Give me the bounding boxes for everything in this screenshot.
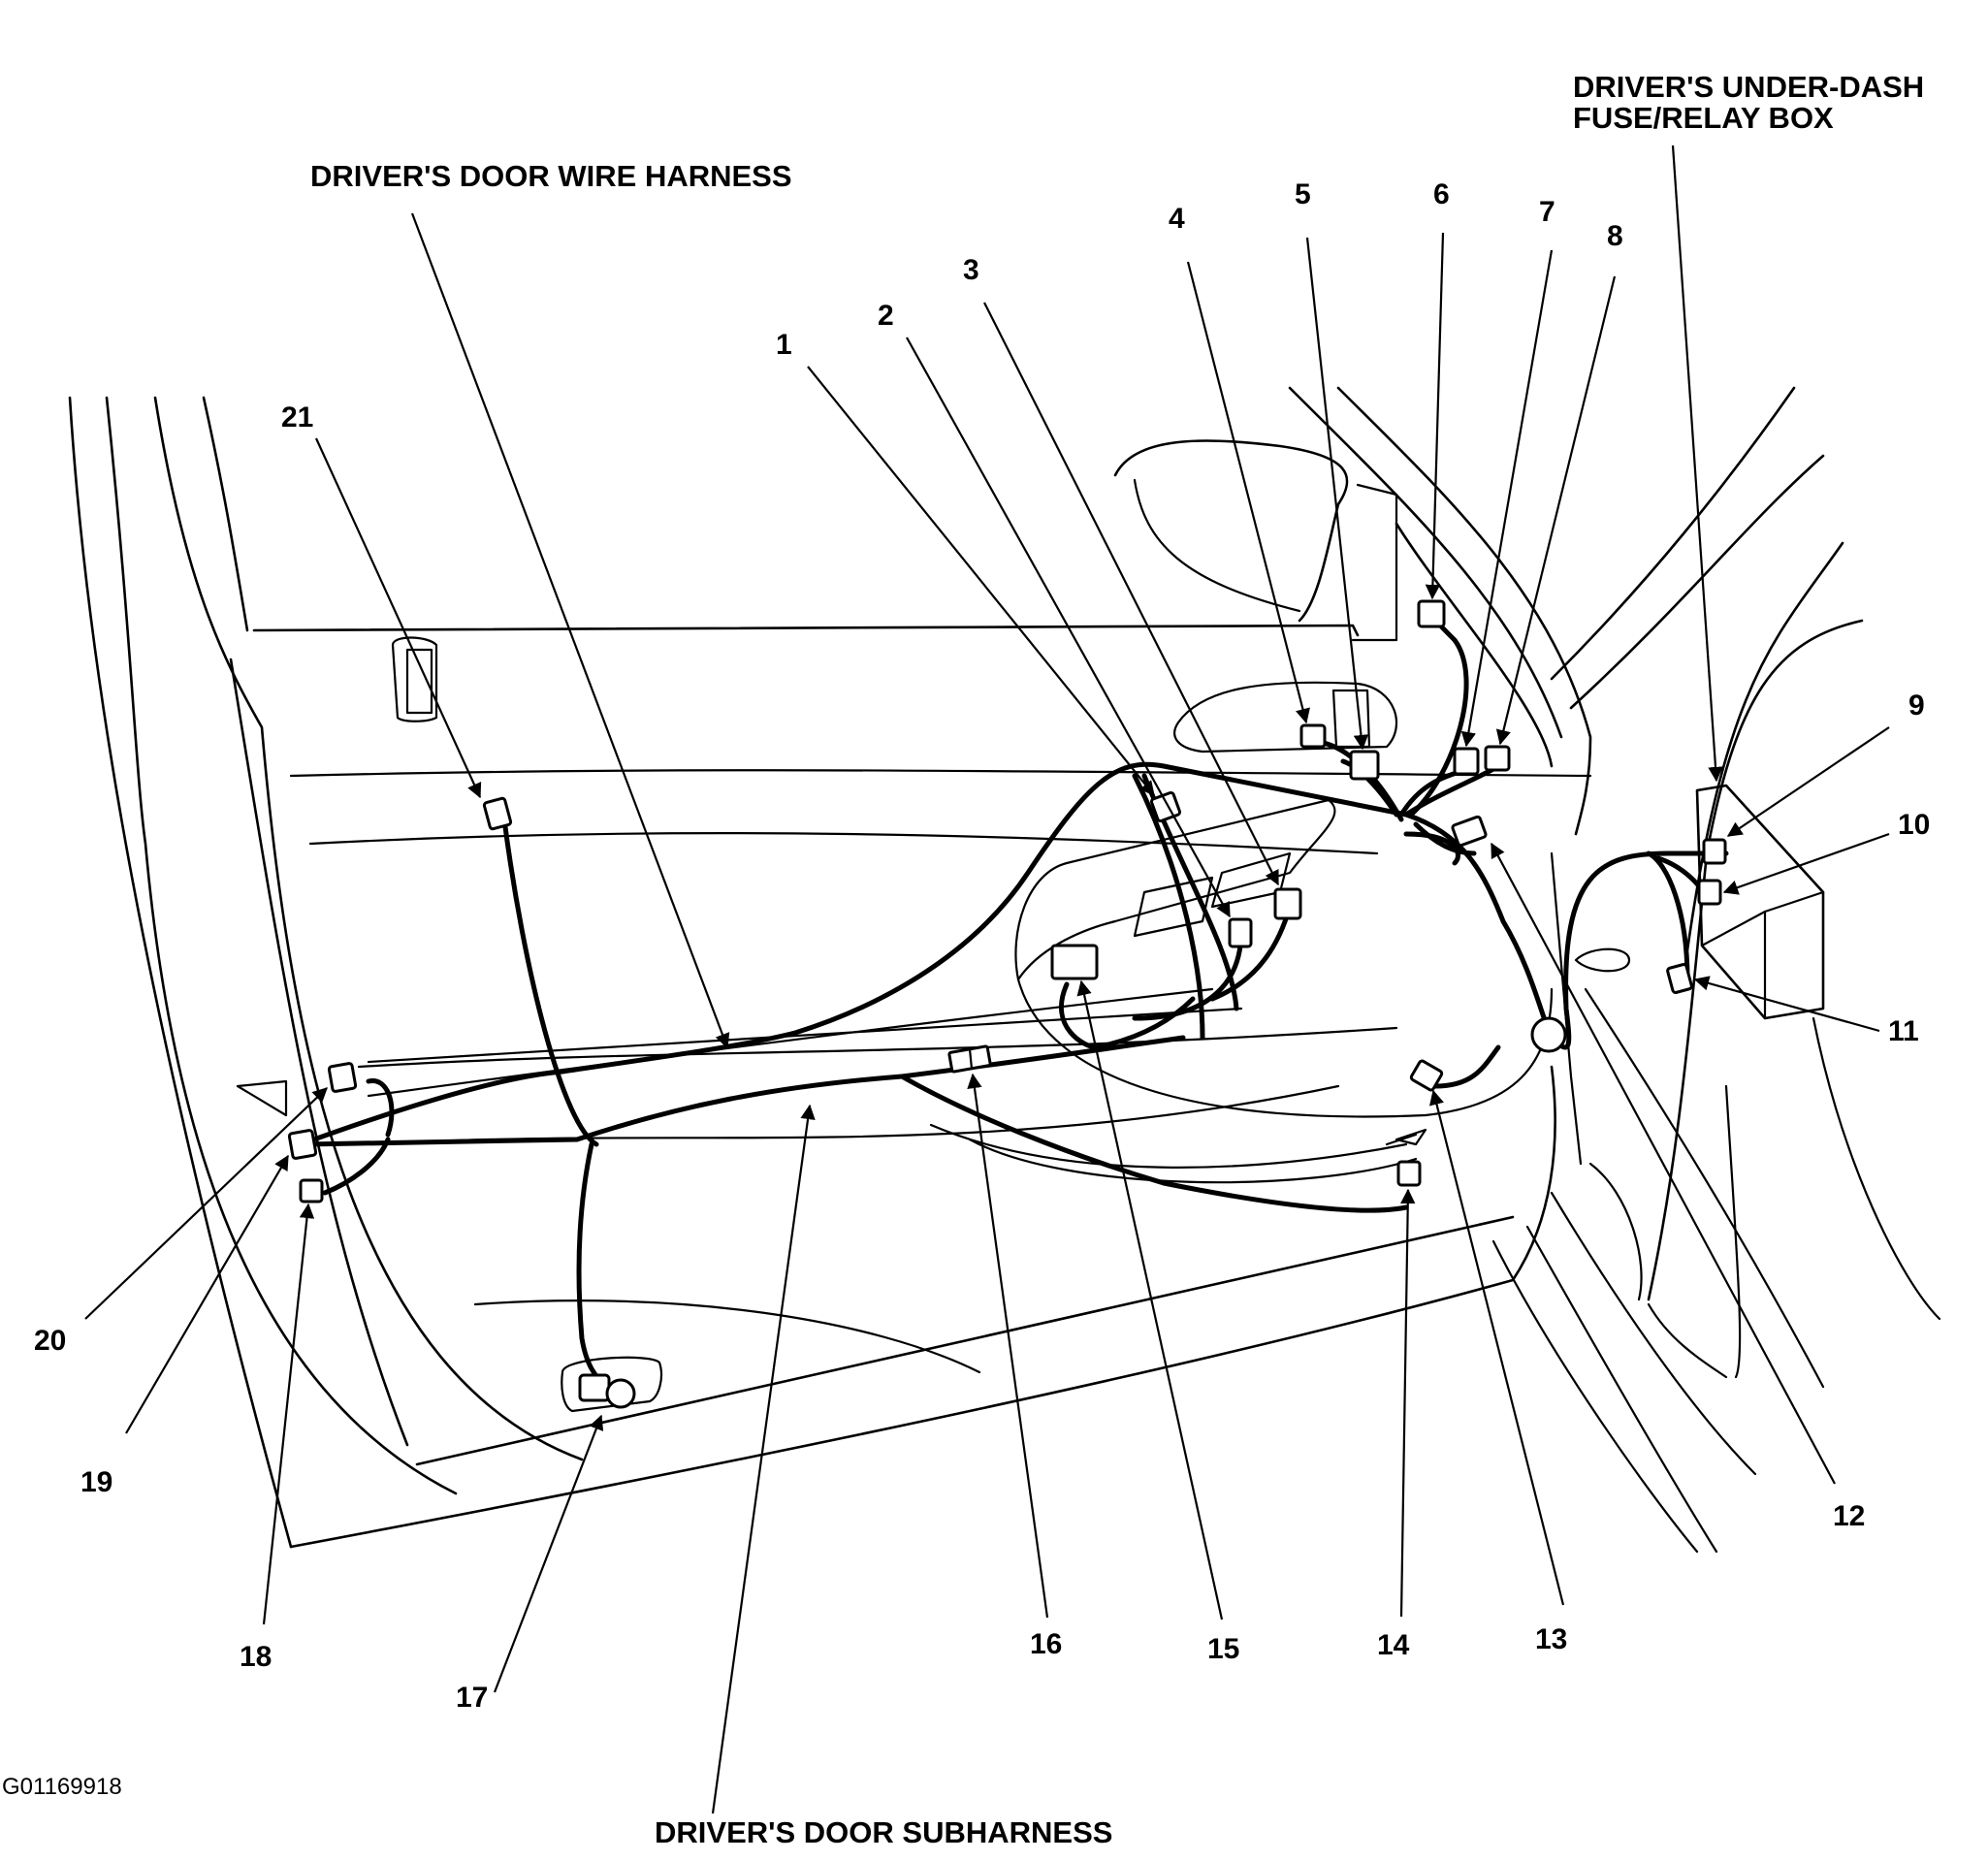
callout-19: 19	[80, 1466, 112, 1498]
connector-3	[1273, 887, 1302, 920]
callout-15: 15	[1207, 1633, 1239, 1665]
callout-10: 10	[1898, 809, 1930, 841]
subharness-title: DRIVER'S DOOR SUBHARNESS	[655, 1815, 1112, 1849]
fuse-box-title-line1: DRIVER'S UNDER-DASH	[1573, 70, 1924, 104]
connector-17	[578, 1373, 636, 1409]
callout-7: 7	[1539, 196, 1555, 228]
connector-4	[1299, 723, 1327, 749]
callout-1: 1	[776, 329, 792, 361]
callout-12: 12	[1833, 1500, 1865, 1532]
connector-18	[299, 1178, 324, 1203]
connector-15	[1050, 944, 1099, 980]
connector-9	[1702, 838, 1727, 865]
callout-4: 4	[1169, 203, 1185, 235]
callout-17: 17	[456, 1682, 488, 1714]
callout-21: 21	[281, 401, 313, 433]
connector-2	[1228, 917, 1253, 948]
callout-2: 2	[878, 300, 894, 332]
connector-20	[327, 1062, 358, 1093]
callout-18: 18	[240, 1641, 272, 1673]
callout-6: 6	[1433, 178, 1450, 210]
callout-9: 9	[1908, 690, 1925, 722]
connector-10	[1697, 879, 1722, 906]
connector-12	[1451, 815, 1488, 848]
callout-20: 20	[34, 1325, 66, 1357]
under-dash-fuse-relay-box	[1695, 784, 1825, 1020]
callout-16: 16	[1030, 1628, 1062, 1660]
connector-5	[1349, 750, 1380, 781]
leader-lines	[84, 144, 1890, 1814]
connector-14	[1396, 1160, 1422, 1187]
callout-13: 13	[1535, 1623, 1567, 1655]
callout-14: 14	[1377, 1629, 1410, 1661]
connector-21	[482, 796, 513, 831]
wire-harness-paths	[298, 613, 1729, 1390]
connector-13	[1409, 1059, 1444, 1092]
connector-8	[1484, 745, 1511, 772]
connector-19	[287, 1129, 318, 1160]
callout-3: 3	[963, 254, 979, 286]
connector-7	[1453, 747, 1480, 776]
connector-11	[1666, 963, 1693, 994]
callout-11: 11	[1888, 1015, 1919, 1047]
figure-id: G01169918	[2, 1774, 122, 1800]
callout-5: 5	[1295, 178, 1311, 210]
connector-6	[1417, 599, 1446, 628]
callout-8: 8	[1607, 220, 1623, 252]
fuse-box-title-line2: FUSE/RELAY BOX	[1573, 101, 1834, 135]
callout-numbers: 1 2 3 4 5 6 7 8 9 10 11 12 13 14 15 16 1…	[34, 178, 1930, 1714]
connectors	[287, 599, 1727, 1409]
title-labels: DRIVER'S DOOR WIRE HARNESS DRIVER'S DOOR…	[310, 70, 1924, 1849]
wire-harness-title: DRIVER'S DOOR WIRE HARNESS	[310, 159, 792, 193]
door-body-outline	[68, 386, 1941, 1554]
